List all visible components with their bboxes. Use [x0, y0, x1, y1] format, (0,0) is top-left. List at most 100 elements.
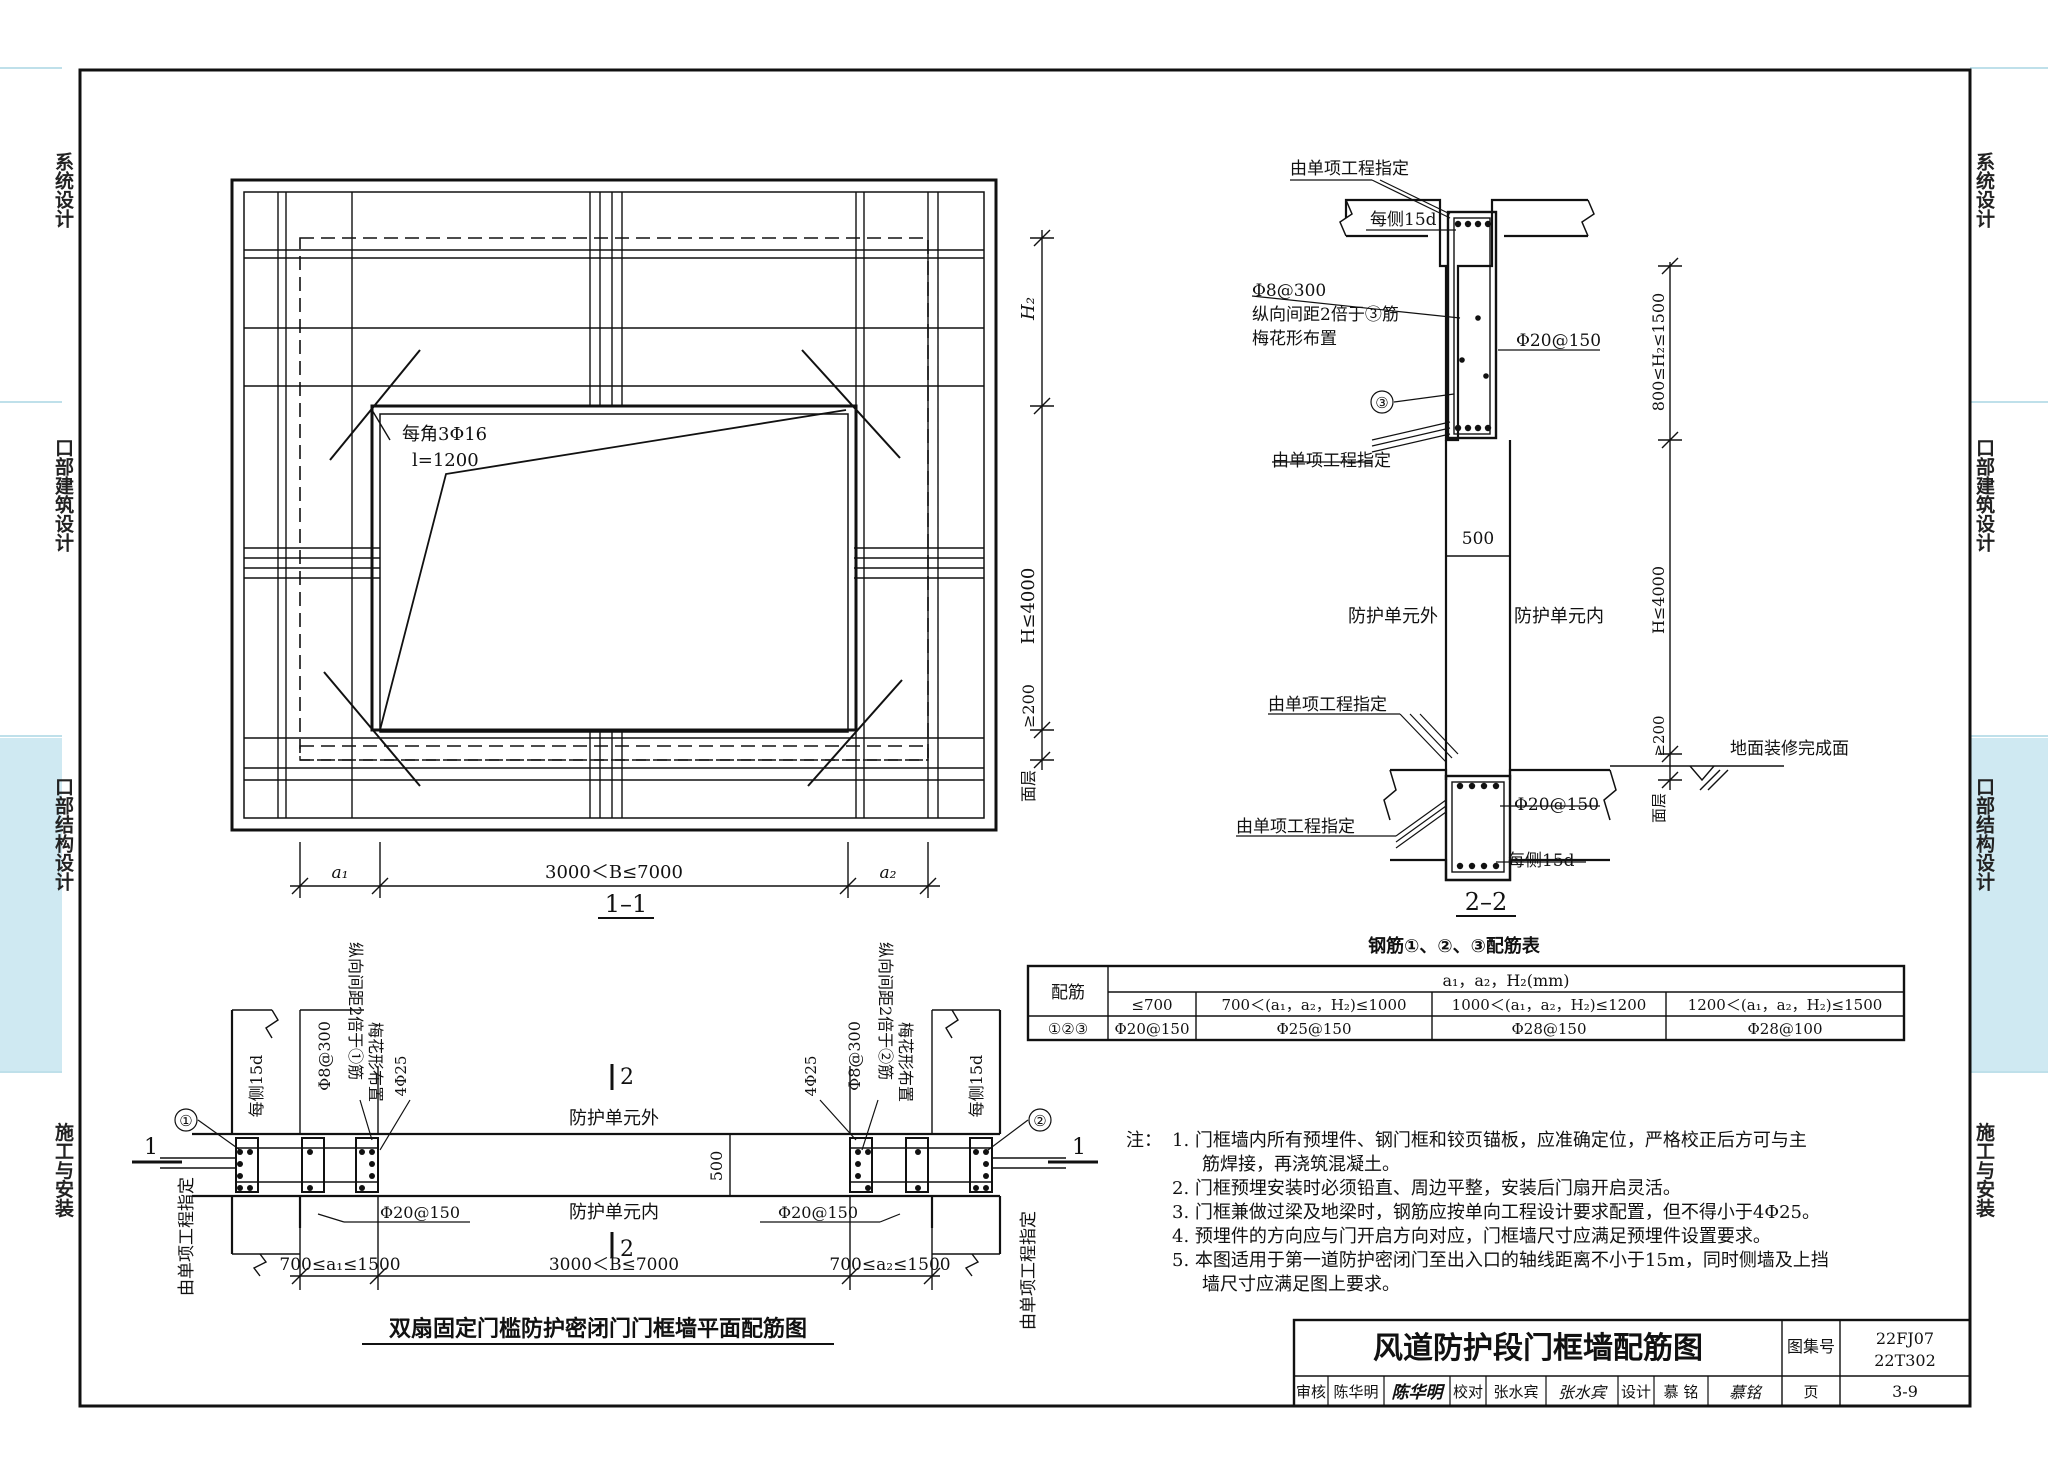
plan-right-4-25: 4Φ25: [802, 1056, 820, 1097]
section-mark-left: 1: [144, 1135, 158, 1160]
plan-bar-20-left: Φ20@150: [380, 1203, 460, 1222]
side-tabs-left: 系统设计 口部建筑设计 口部结构设计 施工与安装: [52, 152, 75, 1218]
plan-view: [132, 1009, 1098, 1290]
side-tab-arch: 口部建筑设计: [52, 438, 74, 553]
plan-right-note1: 纵向间距2倍于②筋: [876, 942, 895, 1080]
note-1b: 筋焊接，再浇筑混凝土。: [1202, 1154, 1400, 1175]
plan-left-each-side: 每侧15d: [247, 1055, 266, 1118]
spec-bottom-label: 由单项工程指定: [1236, 817, 1355, 837]
dim-h-label: H≤4000: [1018, 568, 1039, 645]
section-mark-top: 2: [620, 1065, 634, 1090]
plan-dim-b: 3000＜B≤7000: [549, 1255, 679, 1275]
plan-circle-1: ①: [179, 1112, 192, 1130]
dim-a1-label: a₁: [332, 863, 349, 883]
note-4: 4. 预埋件的方向应与门开启方向对应，门框墙尺寸应满足预埋件设置要求。: [1172, 1226, 1771, 1247]
side-tab-highlight-right: [1970, 738, 2048, 1072]
side-tab-separators: [0, 67, 2048, 1073]
note-3: 3. 门框兼做过梁及地梁时，钢筋应按单向工程设计要求配置，但不得小于4Φ25。: [1172, 1202, 1820, 1223]
dim-b-label: 3000＜B≤7000: [545, 862, 683, 883]
notes-lead: 注：: [1126, 1130, 1162, 1151]
notes: 注： 1. 门框墙内所有预埋件、钢门框和铰页锚板，应准确定位，严格校正后方可与主…: [1126, 1130, 1829, 1295]
rebar-table-grid: [1026, 964, 1906, 1042]
table-value-1: Φ20@150: [1114, 1020, 1189, 1038]
vertical-bars: [277, 192, 939, 818]
side-tab-system: 系统设计: [52, 152, 74, 229]
plan-width-500: 500: [707, 1151, 726, 1182]
section-2-2-caption: 2–2: [1465, 888, 1508, 916]
wall-outline: [230, 178, 998, 832]
atlas-number-1: 22FJ07: [1876, 1329, 1934, 1348]
plan-bar-20-right: Φ20@150: [778, 1203, 858, 1222]
atlas-label: 图集号: [1787, 1337, 1835, 1356]
plan-inside-label: 防护单元内: [569, 1202, 659, 1223]
side-tab-install-right: 施工与安装: [1973, 1121, 1996, 1218]
horizontal-bars: [244, 249, 984, 781]
spec-low-label: 由单项工程指定: [1268, 695, 1387, 715]
check-label: 校对: [1453, 1383, 1483, 1401]
plan-left-stirrup: Φ8@300: [315, 1021, 334, 1091]
plan-spec-left: 由单项工程指定: [177, 1177, 197, 1296]
door-opening: [370, 404, 858, 732]
section-2-2: [1339, 179, 1784, 882]
side-tab-struct-right: 口部结构设计: [1973, 777, 1995, 892]
plan-right-stirrup: Φ8@300: [845, 1021, 864, 1091]
stirrup-label: Φ8@300: [1252, 281, 1326, 301]
width-500-label: 500: [1462, 529, 1494, 549]
dim-h-2-label: H≤4000: [1649, 566, 1668, 634]
dashed-bar-outline: [299, 237, 929, 761]
section-2-2-leaders: [1236, 179, 1600, 863]
section-1-1: [230, 178, 1054, 898]
stirrup-note1-label: 纵向间距2倍于③筋: [1252, 305, 1399, 325]
dim-a2-label: a₂: [880, 863, 897, 883]
section-1-1-bottom-dims: [290, 842, 940, 898]
title-block-grid: [1292, 1318, 1972, 1408]
corner-bar-leader-tick: [371, 409, 391, 441]
table-value-3: Φ28@150: [1511, 1020, 1586, 1038]
spec-top-label: 由单项工程指定: [1290, 159, 1409, 179]
inside-label: 防护单元内: [1514, 606, 1604, 627]
checker-name: 张水宾: [1493, 1383, 1538, 1401]
table-range-2: 700＜(a₁，a₂，H₂)≤1000: [1221, 996, 1406, 1014]
note-1: 1. 门框墙内所有预埋件、钢门框和铰页锚板，应准确定位，严格校正后方可与主: [1172, 1130, 1807, 1151]
diagonal-corner-bars: [323, 349, 903, 787]
section-1-1-caption: 1–1: [605, 890, 648, 918]
dim-200-label: ≥200: [1019, 684, 1038, 728]
dim-h2-range-label: 800≤H₂≤1500: [1649, 293, 1668, 411]
plan-left-4-25: 4Φ25: [392, 1056, 410, 1097]
note-5b: 墙尺寸应满足图上要求。: [1202, 1274, 1400, 1295]
design-label: 设计: [1621, 1383, 1651, 1401]
dim-h2-label: H₂: [1018, 297, 1039, 321]
reviewer-signature: 陈华明: [1392, 1383, 1446, 1403]
plan-dim-a1: 700≤a₁≤1500: [279, 1255, 400, 1275]
side-tab-arch-right: 口部建筑设计: [1973, 438, 1995, 553]
each-side-top-label: 每侧15d: [1370, 210, 1437, 230]
designer-signature: 慕铭: [1729, 1383, 1763, 1402]
plan-left-note1: 纵向间距2倍于①筋: [346, 942, 365, 1080]
plan-dim-a2: 700≤a₂≤1500: [829, 1255, 950, 1275]
plan-outside-label: 防护单元外: [569, 1108, 659, 1129]
corner-bars-label: 每角3Φ16: [402, 424, 487, 445]
plan-right-note2: 梅花形布置: [896, 1022, 915, 1102]
table-value-4: Φ28@100: [1747, 1020, 1822, 1038]
sheet-border: [78, 68, 1972, 1408]
plan-rebar-dots: [237, 1149, 989, 1191]
floor-finish-label: 地面装修完成面: [1730, 739, 1849, 759]
bar-20-label: Φ20@150: [1516, 331, 1601, 351]
table-col-header: 配筋: [1051, 983, 1085, 1003]
page-number: 3-9: [1892, 1382, 1918, 1401]
circle-3-label: ③: [1375, 394, 1388, 412]
table-title: 钢筋①、②、③配筋表: [1368, 935, 1541, 957]
plan-right-each-side: 每侧15d: [967, 1055, 986, 1118]
stirrup-note2-label: 梅花形布置: [1252, 329, 1337, 349]
atlas-number-2: 22T302: [1874, 1351, 1936, 1370]
table-group-header: a₁，a₂，H₂(mm): [1442, 971, 1569, 990]
plan-caption: 双扇固定门槛防护密闭门门框墙平面配筋图: [389, 1316, 807, 1342]
plan-left-note2: 梅花形布置: [366, 1022, 385, 1102]
checker-signature: 张水宾: [1558, 1383, 1608, 1402]
side-tab-struct: 口部结构设计: [52, 777, 74, 892]
beam-rebar-dots: [1454, 220, 1500, 870]
reviewer-name: 陈华明: [1333, 1383, 1378, 1401]
side-tab-system-right: 系统设计: [1973, 152, 1995, 229]
table-range-3: 1000＜(a₁，a₂，H₂)≤1200: [1452, 996, 1647, 1014]
